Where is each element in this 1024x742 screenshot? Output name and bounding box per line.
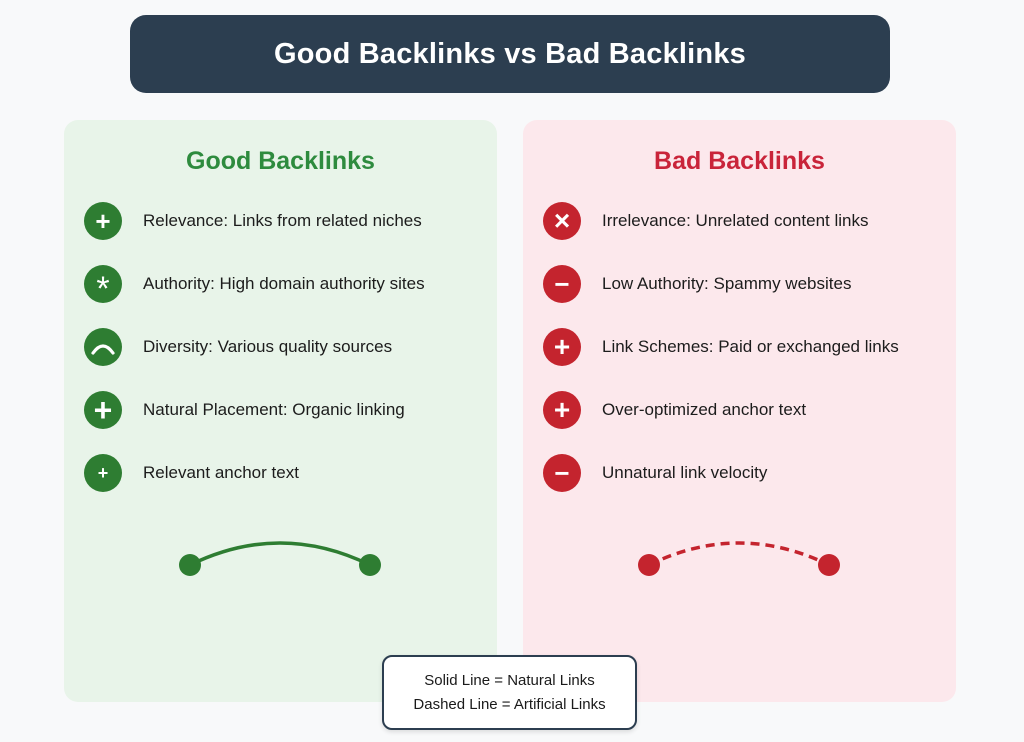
minus-icon: − — [543, 454, 581, 492]
curve-endpoint-dot — [179, 554, 201, 576]
bad-items-list: × Irrelevance: Unrelated content links − Lo… — [543, 202, 940, 492]
item-label: Unnatural link velocity — [602, 463, 768, 482]
item-label: Relevant anchor text — [143, 463, 299, 482]
minus-icon-glyph: − — [554, 269, 570, 299]
list-item: * Authority: High domain authority sites — [84, 265, 481, 308]
legend-box: Solid Line = Natural Links Dashed Line =… — [382, 655, 637, 730]
list-item: − Low Authority: Spammy websites — [543, 265, 940, 303]
plus-icon-glyph: + — [95, 206, 111, 236]
cross-icon-glyph: × — [553, 205, 571, 236]
asterisk-icon: * — [84, 265, 122, 308]
asterisk-icon-glyph: * — [96, 270, 110, 308]
plus-icon-glyph: + — [553, 394, 571, 425]
plus-icon: + — [84, 454, 122, 492]
curve-endpoint-dot — [359, 554, 381, 576]
item-label: Low Authority: Spammy websites — [602, 274, 852, 293]
plus-icon: + — [543, 328, 581, 366]
legend-solid-line-label: Solid Line = Natural Links — [424, 672, 595, 689]
curve-endpoint-dot — [638, 554, 660, 576]
dashed-curve-line — [648, 541, 830, 567]
plus-icon-glyph: + — [553, 331, 571, 362]
minus-icon-glyph: − — [554, 458, 570, 488]
solid-curve-line — [189, 541, 371, 567]
item-label: Natural Placement: Organic linking — [143, 400, 405, 419]
artificial-link-curve — [638, 541, 840, 576]
title-banner: Good Backlinks vs Bad Backlinks — [130, 15, 890, 93]
list-item: − Unnatural link velocity — [543, 454, 940, 492]
good-backlinks-panel: Good Backlinks + Relevance: Links from re… — [64, 120, 497, 702]
list-item: + Over-optimized anchor text — [543, 391, 940, 429]
plus-icon: + — [84, 391, 122, 429]
plus-icon: + — [84, 202, 122, 240]
good-items-list: + Relevance: Links from related niches * Au… — [84, 202, 481, 492]
list-item: + Link Schemes: Paid or exchanged links — [543, 328, 940, 366]
item-label: Relevance: Links from related niches — [143, 211, 422, 230]
list-item: + Relevant anchor text — [84, 454, 481, 492]
arc-glyph — [91, 344, 115, 355]
item-label: Authority: High domain authority sites — [143, 274, 425, 293]
page-title: Good Backlinks vs Bad Backlinks — [274, 37, 746, 70]
bad-panel-title: Bad Backlinks — [654, 147, 825, 175]
arc-icon — [84, 328, 122, 366]
item-label: Irrelevance: Unrelated content links — [602, 211, 869, 230]
list-item: Diversity: Various quality sources — [84, 328, 481, 366]
curve-endpoint-dot — [818, 554, 840, 576]
plus-icon-glyph: + — [97, 463, 109, 483]
bad-backlinks-panel: Bad Backlinks × Irrelevance: Unrelated co… — [523, 120, 956, 702]
good-panel-title: Good Backlinks — [186, 147, 375, 175]
list-item: + Relevance: Links from related niches — [84, 202, 481, 240]
plus-icon-glyph: + — [93, 392, 113, 428]
legend-dashed-line-label: Dashed Line = Artificial Links — [413, 696, 606, 713]
plus-icon: + — [543, 391, 581, 429]
list-item: × Irrelevance: Unrelated content links — [543, 202, 940, 240]
minus-icon: − — [543, 265, 581, 303]
natural-link-curve — [179, 541, 381, 576]
list-item: + Natural Placement: Organic linking — [84, 391, 481, 429]
cross-icon: × — [543, 202, 581, 240]
item-label: Over-optimized anchor text — [602, 400, 807, 419]
item-label: Diversity: Various quality sources — [143, 337, 393, 356]
item-label: Link Schemes: Paid or exchanged links — [602, 337, 899, 356]
